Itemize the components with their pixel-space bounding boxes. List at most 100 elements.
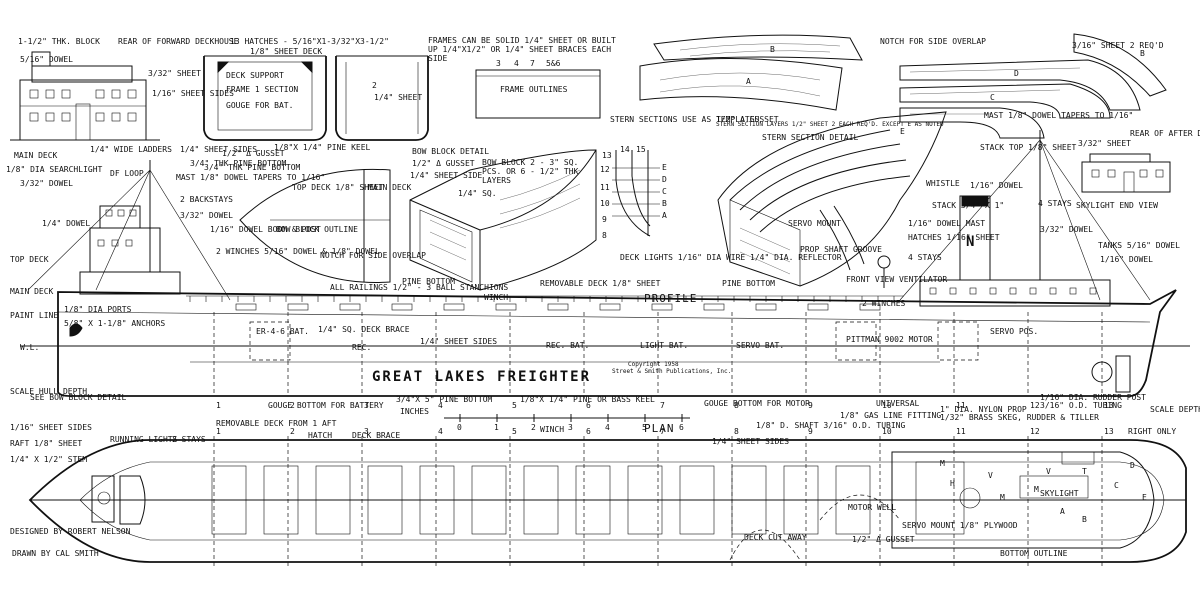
plan-note-15: SKYLIGHT (1040, 489, 1079, 498)
frame-section-views: 13 HATCHES - 5/16"X1-3/32"X3-1/2" 1/8" S… (203, 36, 616, 172)
profile-note-41: TANKS 5/16" DOWEL (1098, 241, 1180, 250)
profile-note-8: 3/4" THK PINE BOTTOM (190, 159, 287, 168)
profile-note-26: SERVO POS. (990, 327, 1038, 336)
bow-pine-label: PINE BOTTOM (402, 277, 455, 286)
profile-note-28: REMOVABLE DECK 1/8" SHEET (540, 279, 661, 288)
profile-note-27: DECK LIGHTS 1/16" DIA WIRE 1/4" DIA. REF… (620, 253, 842, 262)
stern-gusset-label: 1/2" Δ GUSSET (716, 115, 779, 124)
scale-tick-2: 2 (531, 423, 536, 432)
profile-note-5: 2 BACKSTAYS (180, 195, 233, 204)
stern-servo-label: SERVO MOUNT (788, 219, 841, 228)
frame-num-4: 4 (514, 59, 519, 68)
plan-station-11: 11 (956, 427, 966, 436)
profile-note-50: UNIVERSAL (876, 399, 920, 408)
plan-note-1: RAFT 1/8" SHEET (10, 439, 82, 448)
deck-sheet-label: 1/8" SHEET DECK (250, 47, 322, 56)
top-deck-label: TOP DECK 1/8" SHEET (292, 183, 384, 192)
profile-note-9: 1/16" DOWEL BOOM & POST (210, 225, 321, 234)
profile-note-47: 3/4"X 5" PINE BOTTOM (396, 395, 493, 404)
forward-deckhouse-view: 1-1/2" THK. BLOCK 5/16" DOWEL REAR OF FO… (10, 37, 239, 160)
profile-note-40: 3/32" DOWEL (1040, 225, 1093, 234)
stern-wl-8: 8 (602, 231, 607, 240)
plan-note-16: RIGHT ONLY (1128, 427, 1176, 436)
profile-note-13: PAINT LINE (10, 311, 58, 320)
profile-note-11: TOP DECK (10, 255, 49, 264)
fwd-rear-label: REAR OF FORWARD DECKHOUSE (118, 37, 239, 46)
plan-station-10: 10 (882, 427, 892, 436)
scale-label: INCHES (400, 407, 429, 416)
profile-note-54: 1/32" BRASS SKEG, RUDDER & TILLER (940, 413, 1099, 422)
layer-D: D (1014, 69, 1019, 78)
profile-note-46: GOUGE BOTTOM FOR BATTERY (268, 401, 384, 410)
stern-section-detail: STERN SECTION LAYERS 1/2" SHEET 2 EACH R… (716, 111, 947, 288)
profile-station-9: 9 (808, 401, 813, 410)
profile-note-56: 3/16" O.D. TUBING (1040, 401, 1122, 410)
profile-note-1: 3/32" DOWEL (20, 179, 73, 188)
fwd-block-label: 1-1/2" THK. BLOCK (18, 37, 100, 46)
stern-layer-strips: B A D C B E NOTCH FOR SIDE OVERLAP 3/16"… (639, 33, 1167, 139)
frame1-label: FRAME 1 SECTION (226, 85, 298, 94)
plan-station-8: 8 (734, 427, 739, 436)
profile-station-2: 2 (290, 401, 295, 410)
rear-after-label: REAR OF AFTER DECKHOUSE (1130, 129, 1200, 138)
scale-tick-0: 0 (457, 423, 462, 432)
bow-detail-title: BOW BLOCK DETAIL (412, 147, 489, 156)
gusset-label: 1/2" Δ GUSSET (222, 149, 285, 158)
profile-note-29: WINCH (484, 293, 508, 302)
bow-gusset-label: 1/2" Δ GUSSET (412, 159, 475, 168)
layer-sheet-label: 3/16" SHEET 2 REQ'D (1072, 41, 1164, 50)
stern-layers-note-a: STERN SECTION LAYERS 1/2" SHEET 2 EACH R… (716, 121, 944, 128)
stern-wl-9: 9 (602, 215, 607, 224)
plan-note-7: DECK BRACE (352, 431, 400, 440)
profile-note-44: SCALE HULL DEPTH (10, 387, 87, 396)
plan-note-11: MOTOR WELL (848, 503, 896, 512)
frame-num-3: 3 (496, 59, 501, 68)
bow-sq-label: 1/4" SQ. (458, 189, 497, 198)
profile-title: PROFILE (644, 292, 697, 305)
plan-letter-c-9: C (1114, 481, 1119, 490)
fwd-dowel-label: 5/16" DOWEL (20, 55, 73, 64)
designer-credit: DESIGNED BY ROBERT NELSON (10, 527, 131, 536)
plan-note-9: 1/4" SHEET SIDES (712, 437, 789, 446)
plan-station-1: 1 (216, 427, 221, 436)
after-deckhouse-view: REAR OF AFTER DECKHOUSE 3/32" SHEET SKYL… (1076, 129, 1200, 210)
layer-B-right: B (1140, 49, 1145, 58)
frame-num-56: 5&6 (546, 59, 561, 68)
profile-note-45: SEE BOW BLOCK DETAIL (30, 393, 127, 402)
profile-note-4: MAST 1/8" DOWEL TAPERS TO 1/16" (176, 173, 325, 182)
stern-letter-B: B (662, 199, 667, 208)
profile-note-52: 1/8" D. SHAFT 3/16" O.D. TUBING (756, 421, 905, 430)
profile-note-15: 1/8" DIA PORTS (64, 305, 132, 314)
plan-letter-v-2: V (988, 471, 993, 480)
profile-station-6: 6 (586, 401, 591, 410)
profile-station-8: 8 (734, 401, 739, 410)
bow-block-note: BOW BLOCK 2 - 3" SQ. PCS. OR 6 - 1/2" TH… (482, 158, 579, 185)
profile-station-3: 3 (364, 401, 369, 410)
stern-letter-D: D (662, 175, 667, 184)
plan-letter-e-11: E (1142, 493, 1147, 502)
profile-note-3: DF LOOP (110, 169, 144, 178)
profile-note-39: 4 STAYS (908, 253, 942, 262)
plan-note-0: 1/16" SHEET SIDES (10, 423, 92, 432)
plan-title: PLAN (644, 422, 675, 435)
profile-note-23: LIGHT BAT. (640, 341, 688, 350)
profile-station-1: 1 (216, 401, 221, 410)
profile-note-6: 3/32" DOWEL (180, 211, 233, 220)
plan-letter-h-1: H (950, 479, 955, 488)
profile-note-7: 1/4" SHEET SIDES (180, 145, 257, 154)
plan-station-13: 13 (1104, 427, 1114, 436)
profile-station-10: 10 (882, 401, 892, 410)
stern-wl-10: 10 (600, 199, 610, 208)
copyright-label: Copyright 1958 (628, 361, 679, 368)
plan-letter-t-5: T (1082, 467, 1087, 476)
scale-tick-1: 1 (494, 423, 499, 432)
profile-note-42: 1/16" DOWEL (1100, 255, 1153, 264)
fwd-sheet-label: 3/32" SHEET (148, 69, 201, 78)
stern-section-templates: STERN SECTIONS USE AS TEMPLATES 13 14 15… (600, 115, 759, 240)
profile-note-18: ER-4-6 BAT. (256, 327, 309, 336)
bow-main-deck-label: MAIN DECK (368, 183, 412, 192)
plan-letter-d-10: D (1130, 461, 1135, 470)
plan-letter-v-4: V (1046, 467, 1051, 476)
profile-note-48: 1/8"X 1/4" PINE OR BASS KEEL (520, 395, 655, 404)
